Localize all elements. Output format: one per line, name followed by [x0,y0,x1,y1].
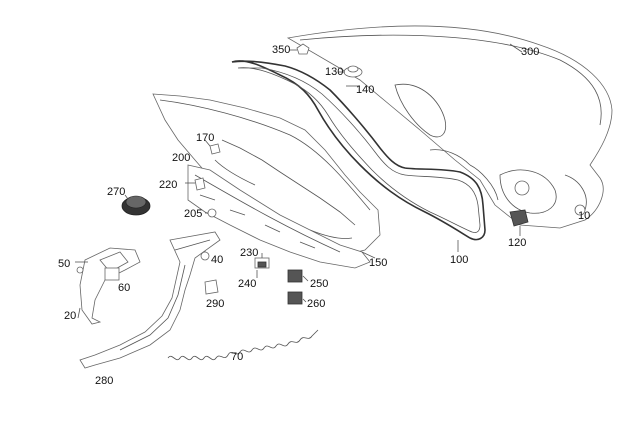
trim-clip-part [204,139,221,155]
callout-50: 50 [58,258,70,270]
callout-60: 60 [118,282,130,294]
callout-10: 10 [578,210,590,222]
trunk-lid-seal [231,60,486,241]
callout-170: 170 [196,132,214,144]
callout-150: 150 [369,257,387,269]
callout-280: 280 [95,375,113,387]
lid-hinge-part [75,247,141,325]
callout-350: 350 [272,44,290,56]
rubber-buffer-part [121,194,151,216]
callout-120: 120 [508,237,526,249]
callout-230: 230 [240,247,258,259]
callout-240: 240 [238,278,256,290]
latch-part [287,269,309,305]
callout-40: 40 [211,254,223,266]
bracket-clip-part [204,279,219,295]
callout-20: 20 [64,310,76,322]
callout-270: 270 [107,186,125,198]
push-clip-part [205,208,217,218]
retainer-clip-part [185,177,206,191]
callout-250: 250 [310,278,328,290]
bumper-stop-part [509,209,529,236]
switch-part [254,253,270,278]
callout-100: 100 [450,254,468,266]
callout-300: 300 [521,46,539,58]
callout-260: 260 [307,298,325,310]
callout-140: 140 [356,84,374,96]
callout-70: 70 [231,351,243,363]
lower-trim-strip [187,164,371,269]
grommet-part [290,43,310,55]
callout-205: 205 [184,208,202,220]
gas-spring-part [167,329,319,361]
callout-290: 290 [206,298,224,310]
leader-lines [361,43,523,259]
lower-trim-arm-part [79,231,221,369]
lid-clip-part [338,65,363,87]
callout-130: 130 [325,66,343,78]
callout-220: 220 [159,179,177,191]
trunk-lid-outer-panel [286,25,613,229]
callout-200: 200 [172,152,190,164]
